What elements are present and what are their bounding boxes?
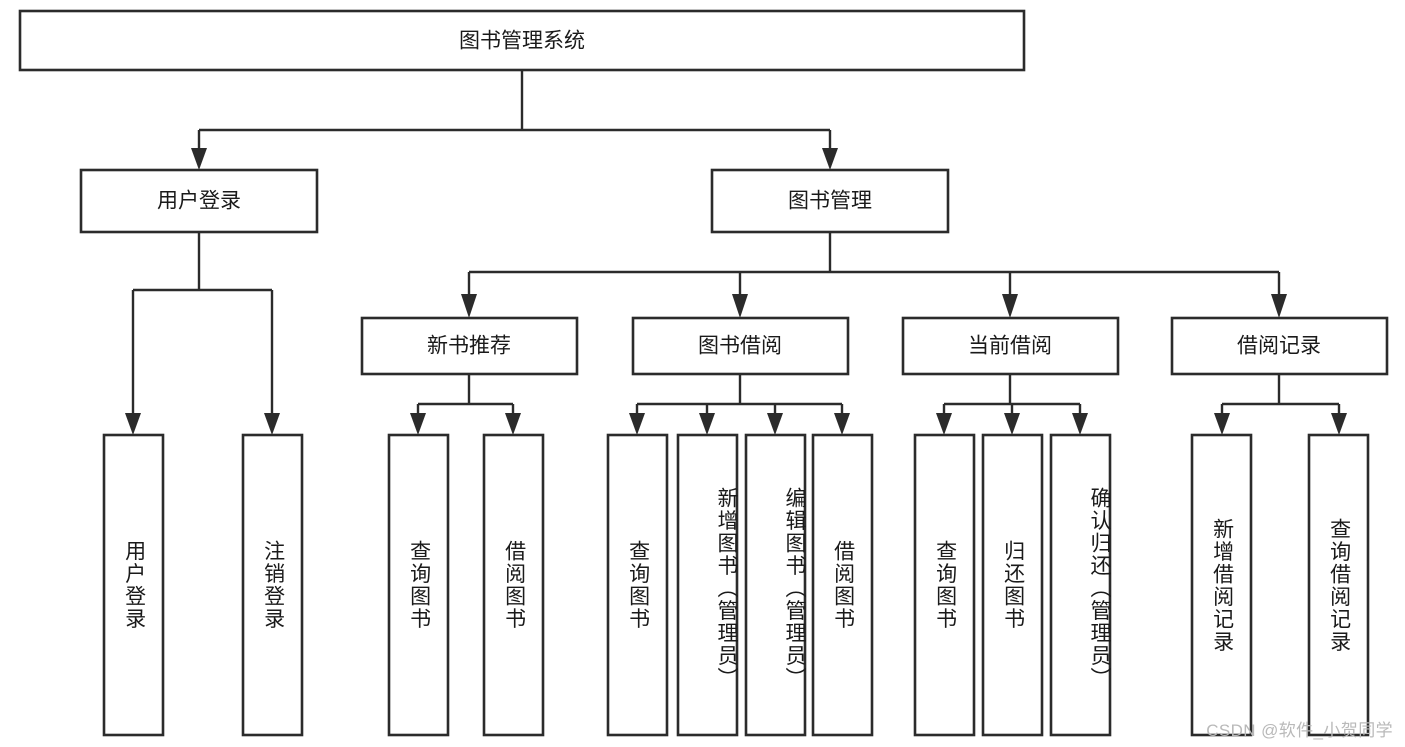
node-root-box[interactable] <box>18 9 1026 72</box>
node-leaf-12-box[interactable] <box>1190 433 1253 737</box>
node-leaf-10-box[interactable] <box>981 433 1044 737</box>
node-newbook[interactable]: 新书推荐 <box>360 316 579 376</box>
arrowhead-to-leaf-8 <box>834 413 850 435</box>
node-leaf-3-box[interactable] <box>387 433 450 737</box>
arrowhead-to-leaf-1 <box>125 413 141 435</box>
connector-login-bus <box>131 232 274 423</box>
node-current-label: 当前借阅 <box>968 335 1052 358</box>
node-current[interactable]: 当前借阅 <box>901 316 1120 376</box>
arrowhead-to-leaf-2 <box>264 413 280 435</box>
node-borrow-label: 图书借阅 <box>698 335 782 358</box>
node-bookmgmt[interactable]: 图书管理 <box>710 168 950 234</box>
node-login[interactable]: 用户登录 <box>79 168 319 234</box>
node-leaf-2-box[interactable] <box>241 433 304 737</box>
arrowhead-to-leaf-11 <box>1072 413 1088 435</box>
node-leaf-5-box[interactable] <box>606 433 669 737</box>
arrowhead-to-login <box>191 148 207 170</box>
arrowhead-to-leaf-10 <box>1004 413 1020 435</box>
connector-group <box>125 70 1347 435</box>
node-login-box[interactable] <box>79 168 319 234</box>
node-leaf-4-box[interactable] <box>482 433 545 737</box>
leaf-box-group <box>102 433 1370 737</box>
arrowhead-to-bookmgmt <box>822 148 838 170</box>
arrowhead-to-current <box>1002 294 1018 318</box>
connector-newbook-bus <box>416 374 515 423</box>
arrowhead-to-records <box>1271 294 1287 318</box>
node-root[interactable]: 图书管理系统 <box>18 9 1026 72</box>
connector-bookmgmt-bus <box>467 232 1281 300</box>
arrowhead-to-newbook <box>461 294 477 318</box>
node-records-label: 借阅记录 <box>1237 335 1321 358</box>
node-bookmgmt-label: 图书管理 <box>788 190 872 213</box>
arrowhead-to-leaf-7 <box>767 413 783 435</box>
node-leaf-7-box[interactable] <box>744 433 807 737</box>
node-login-label: 用户登录 <box>157 190 241 213</box>
node-leaf-6-box[interactable] <box>676 433 739 737</box>
node-records[interactable]: 借阅记录 <box>1170 316 1389 376</box>
arrowhead-to-leaf-3 <box>410 413 426 435</box>
node-leaf-8-box[interactable] <box>811 433 874 737</box>
csdn-watermark: CSDN @软件_小贺同学 <box>1206 721 1393 740</box>
arrowhead-to-leaf-13 <box>1331 413 1347 435</box>
node-borrow[interactable]: 图书借阅 <box>631 316 850 376</box>
arrowhead-to-leaf-6 <box>699 413 715 435</box>
arrowhead-to-leaf-9 <box>936 413 952 435</box>
node-leaf-9-box[interactable] <box>913 433 976 737</box>
connector-root-bus <box>197 70 832 158</box>
arrowhead-to-leaf-12 <box>1214 413 1230 435</box>
node-leaf-11-box[interactable] <box>1049 433 1112 737</box>
connector-records-bus <box>1220 374 1341 423</box>
node-root-label: 图书管理系统 <box>459 30 585 53</box>
node-leaf-13-box[interactable] <box>1307 433 1370 737</box>
node-current-box[interactable] <box>901 316 1120 376</box>
node-newbook-box[interactable] <box>360 316 579 376</box>
node-bookmgmt-box[interactable] <box>710 168 950 234</box>
node-newbook-label: 新书推荐 <box>427 335 511 358</box>
node-leaf-1-box[interactable] <box>102 433 165 737</box>
arrowhead-to-borrow <box>732 294 748 318</box>
node-records-box[interactable] <box>1170 316 1389 376</box>
arrowhead-to-leaf-4 <box>505 413 521 435</box>
node-borrow-box[interactable] <box>631 316 850 376</box>
connector-borrow-bus <box>635 374 844 423</box>
arrowhead-to-leaf-5 <box>629 413 645 435</box>
